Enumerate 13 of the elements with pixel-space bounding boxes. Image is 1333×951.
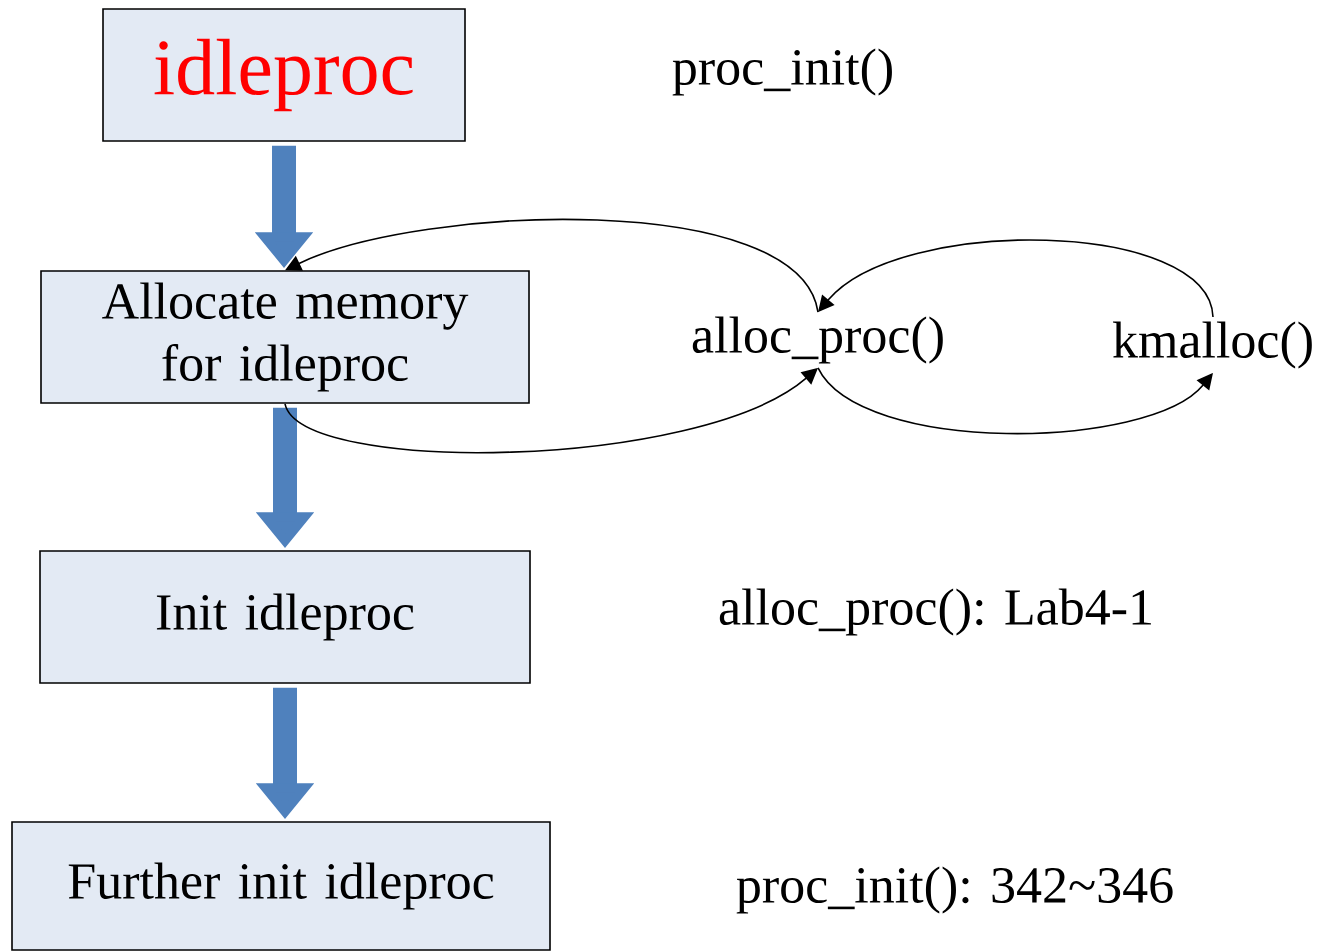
process-box: Further init idleproc (11, 821, 551, 951)
process-box: idleproc (102, 8, 466, 142)
function-name: kmalloc() (1112, 321, 1312, 369)
process-box: Allocate memory for idleproc (40, 270, 530, 404)
curved-arrow (284, 368, 818, 454)
curved-arrow (818, 239, 1214, 318)
curved-arrow (285, 218, 819, 313)
note-text: alloc_proc(): Lab4-1 (719, 588, 1151, 636)
process-box: Init idleproc (39, 550, 531, 684)
note-text: proc_init() (672, 48, 892, 96)
curved-arrow (817, 367, 1213, 435)
function-name: alloc_proc() (692, 316, 943, 364)
note-text: proc_init(): 342~346 (736, 866, 1173, 914)
